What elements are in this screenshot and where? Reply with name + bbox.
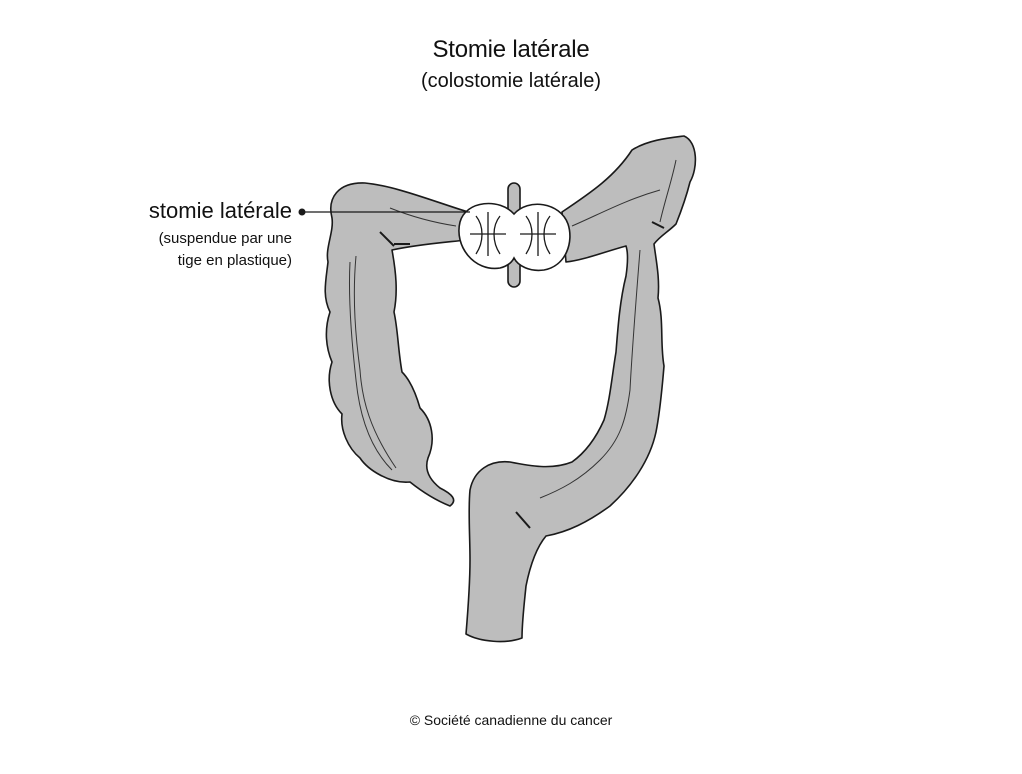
label-leader-dot <box>298 208 306 216</box>
fold-line <box>571 189 661 227</box>
fold-line <box>348 261 393 471</box>
fold-line <box>353 255 397 469</box>
fold-line <box>539 249 641 499</box>
fold-line <box>389 207 457 227</box>
diagram-title: Stomie latérale <box>432 36 590 63</box>
haustra-mark <box>379 231 395 247</box>
haustra-mark <box>515 511 531 529</box>
stoma-label-note-line1: (suspendue par une <box>158 230 292 247</box>
haustra-mark <box>651 221 665 229</box>
stoma-label-note-line2: tige en plastique) <box>177 252 292 269</box>
fold-line <box>659 159 677 223</box>
stoma-opening <box>458 202 571 272</box>
stoma-label: stomie latérale <box>148 198 292 223</box>
stoma-right-opening-mark <box>520 212 556 256</box>
copyright-notice: © Société canadienne du cancer <box>409 712 613 728</box>
descending-colon <box>465 135 697 643</box>
stoma-left-opening-mark <box>470 212 506 256</box>
diagram-subtitle: (colostomie latérale) <box>420 70 602 92</box>
ascending-colon <box>324 182 469 507</box>
